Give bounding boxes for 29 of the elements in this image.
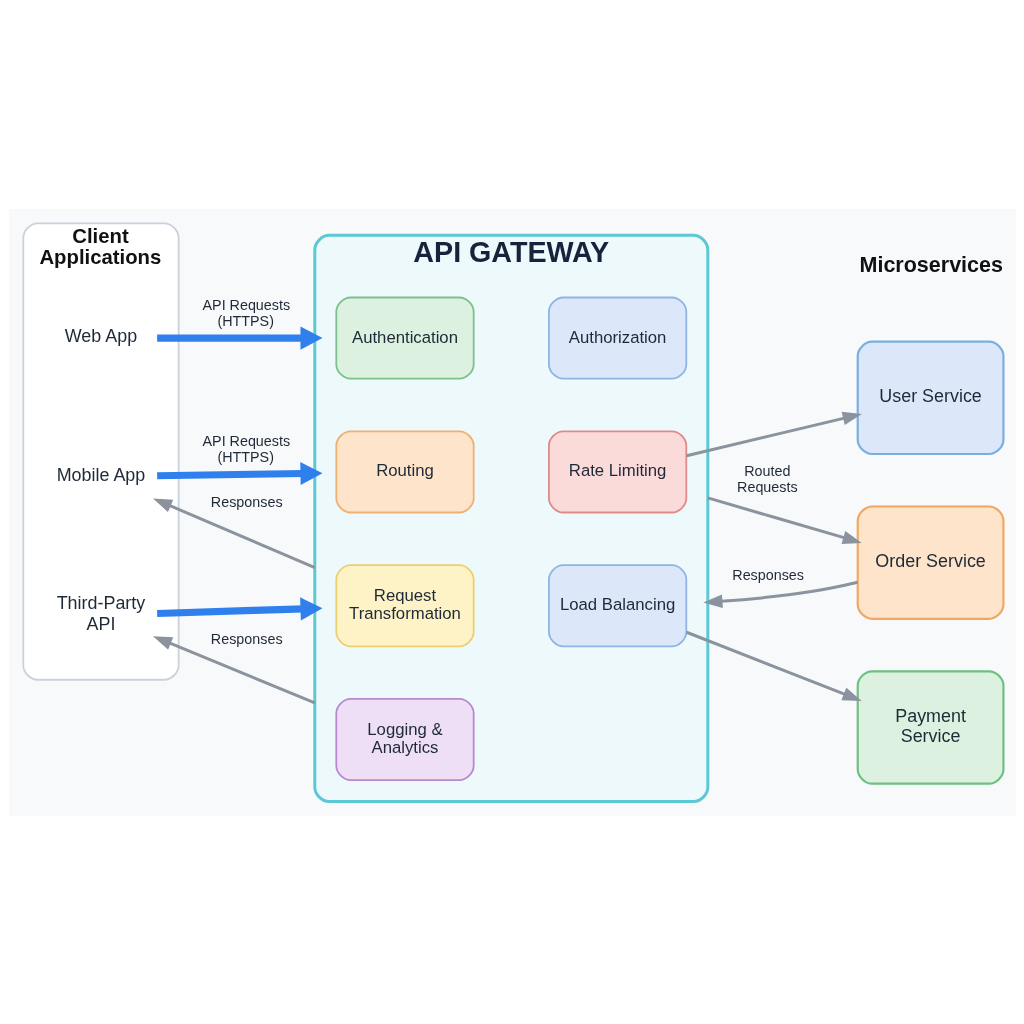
arrow bbox=[702, 580, 858, 608]
node-box: Payment Service bbox=[856, 669, 1005, 785]
node-box: User Service bbox=[856, 340, 1005, 455]
label: Microservices bbox=[859, 252, 1003, 277]
arrow bbox=[685, 630, 862, 701]
arrow bbox=[156, 326, 322, 350]
arrow bbox=[156, 461, 322, 485]
edge-label: Responses bbox=[210, 493, 283, 510]
edge-label: Responses bbox=[731, 566, 804, 583]
edge-label: Responses bbox=[210, 630, 283, 647]
node-text: Web App bbox=[64, 325, 137, 346]
node-box: Authentication bbox=[334, 296, 475, 380]
arrow bbox=[152, 635, 315, 704]
arrow bbox=[152, 497, 315, 569]
arrow bbox=[156, 596, 322, 621]
node-text: Mobile App bbox=[56, 464, 145, 485]
node-box: Load Balancing bbox=[547, 563, 687, 647]
arrow bbox=[685, 411, 862, 457]
node-box: Routing bbox=[334, 429, 475, 513]
edge-label: API Requests (HTTPS) bbox=[202, 432, 290, 465]
node-box: Rate Limiting bbox=[547, 429, 687, 513]
arrow bbox=[706, 495, 862, 544]
edge-label: API Requests (HTTPS) bbox=[202, 296, 290, 329]
node-box: Authorization bbox=[547, 296, 687, 380]
edge-label: Routed Requests bbox=[736, 462, 798, 495]
node-box: Order Service bbox=[856, 504, 1005, 620]
node-box: Request Transformation bbox=[334, 563, 475, 647]
node-text: Third-Party API bbox=[56, 592, 145, 634]
node-box: Logging & Analytics bbox=[334, 697, 475, 781]
